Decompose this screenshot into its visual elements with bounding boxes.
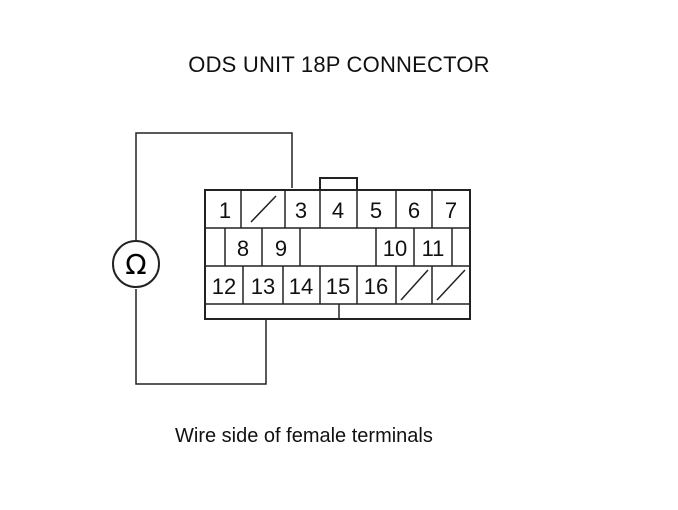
terminal-11: 11	[422, 236, 445, 261]
lead-to-terminal-3	[135, 132, 293, 240]
terminal-5: 5	[370, 198, 382, 223]
ohmmeter: Ω	[112, 240, 160, 288]
blank-cavity-slash	[250, 195, 277, 223]
terminal-8: 8	[237, 236, 249, 261]
terminal-9: 9	[275, 236, 287, 261]
terminal-3: 3	[295, 198, 307, 223]
terminal-7: 7	[445, 198, 457, 223]
connector-lock-tab	[319, 177, 358, 191]
diagram-caption: Wire side of female terminals	[175, 425, 433, 447]
connector-outline	[204, 189, 471, 320]
blank-cavity-slash	[400, 269, 429, 301]
test-leads	[135, 132, 293, 385]
ohm-symbol: Ω	[125, 248, 146, 281]
connector-body	[204, 177, 471, 320]
terminal-labels: 1 3 4 5 6 7 8 9 10 11 12 13 14 15 16	[212, 198, 457, 299]
terminal-13: 13	[251, 274, 275, 299]
terminal-1: 1	[219, 198, 231, 223]
blank-cavity-slash	[436, 269, 466, 301]
terminal-6: 6	[408, 198, 420, 223]
lead-to-terminal-13	[135, 289, 267, 385]
terminal-10: 10	[383, 236, 407, 261]
terminal-14: 14	[289, 274, 313, 299]
terminal-4: 4	[332, 198, 344, 223]
terminal-15: 15	[326, 274, 350, 299]
diagram-title: ODS UNIT 18P CONNECTOR	[188, 52, 490, 77]
terminal-12: 12	[212, 274, 236, 299]
terminal-16: 16	[364, 274, 388, 299]
ohmmeter-circle	[112, 240, 160, 288]
